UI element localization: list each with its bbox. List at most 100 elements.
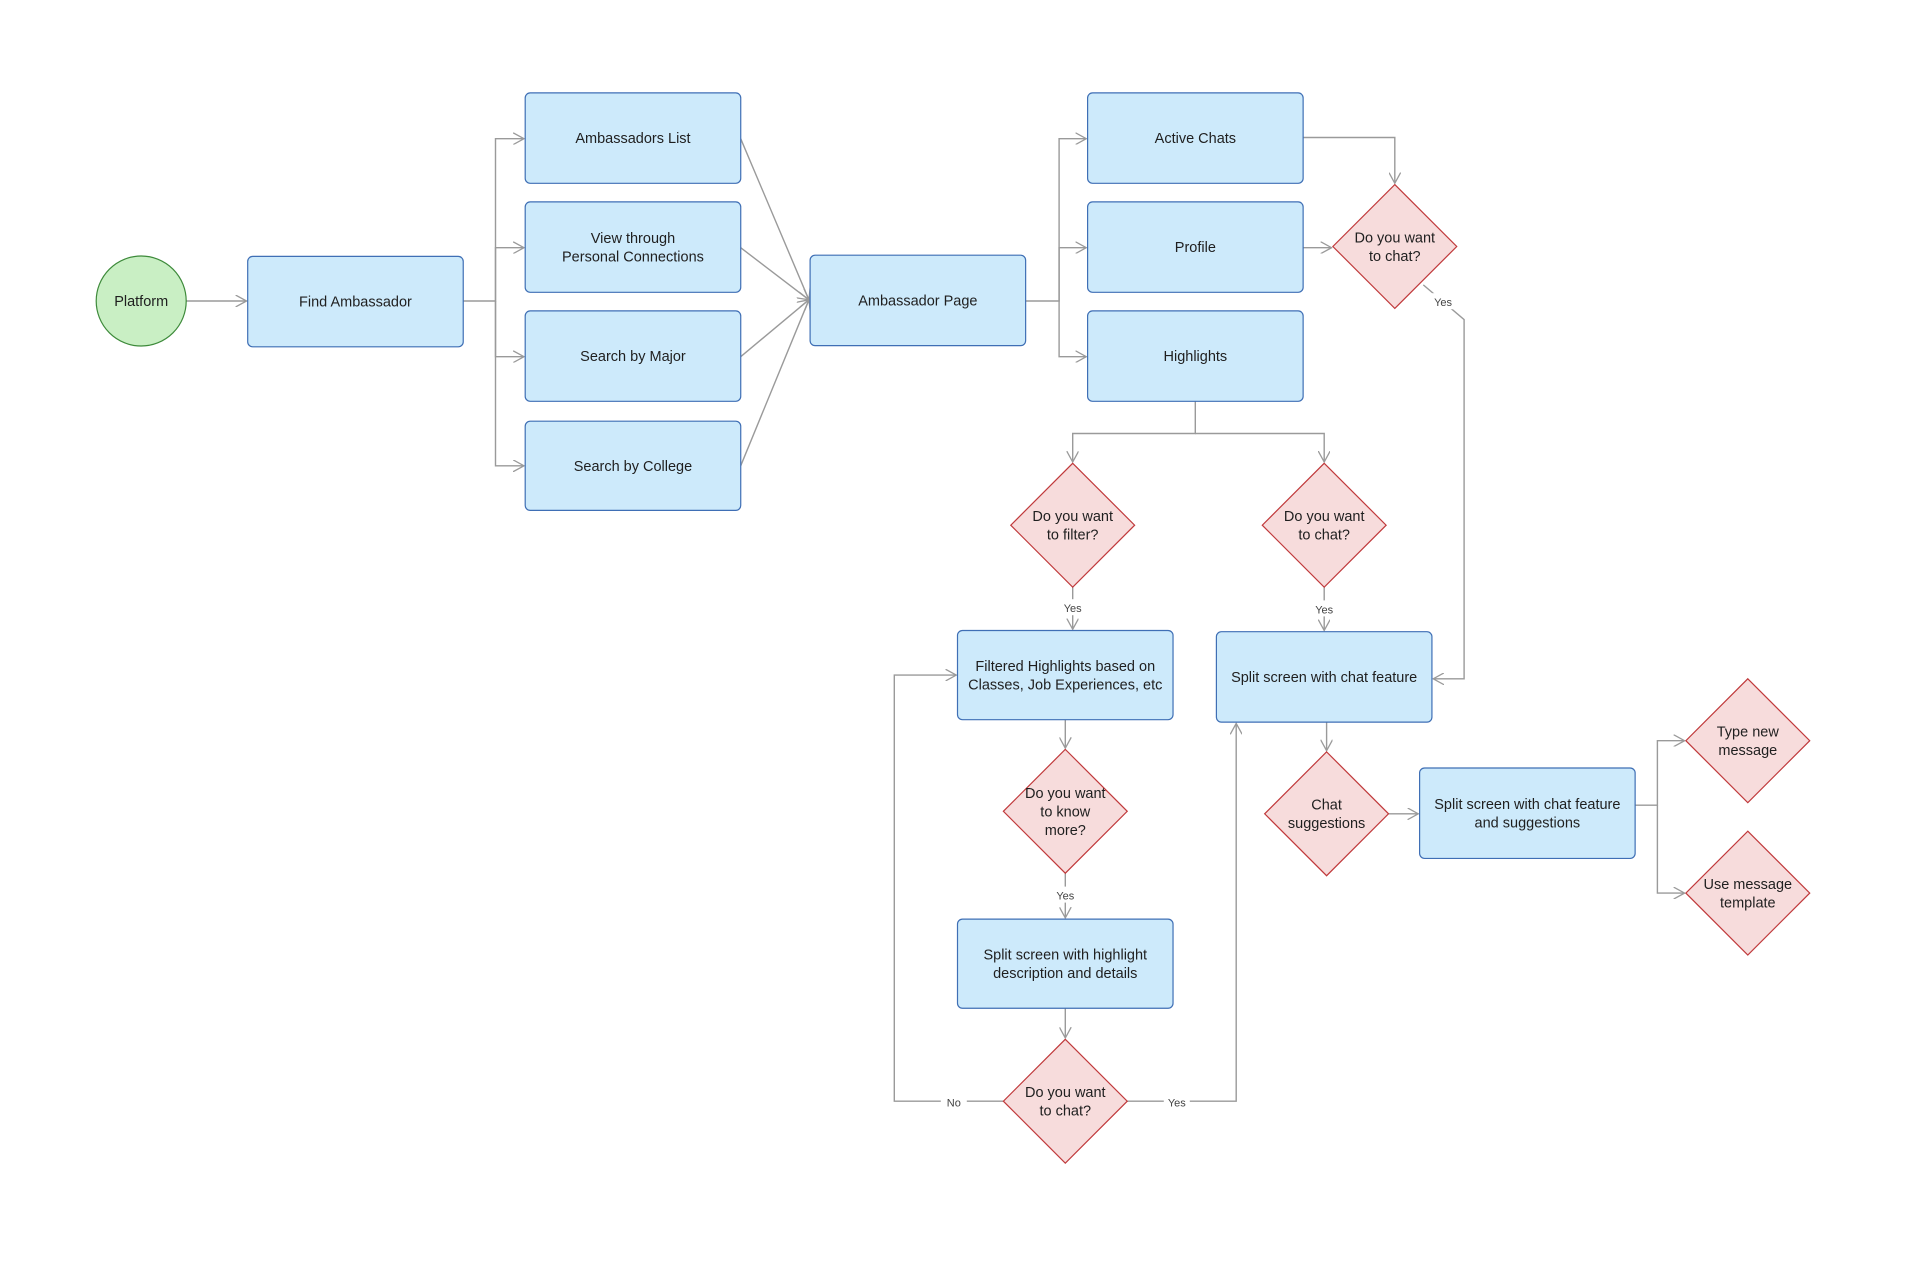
node-active-chats: Active Chats: [1086, 92, 1304, 184]
node-label: Split screen with chat feature: [1434, 797, 1620, 813]
process-box: [524, 310, 742, 402]
process-box: [809, 254, 1027, 347]
edge-find_ambassador-to-ambassadors_list: [463, 139, 524, 302]
edge-label-yes: Yes: [1056, 891, 1074, 903]
process-box: [1215, 631, 1433, 723]
node-label: to chat?: [1298, 527, 1350, 543]
edge-find_ambassador-to-view_personal: [494, 248, 525, 301]
node-label: Type new: [1717, 724, 1780, 740]
edge-find_ambassador-to-search_college: [494, 301, 525, 466]
edge-label-yes: Yes: [1434, 297, 1452, 309]
process-box: [247, 255, 464, 348]
node-know-more-q: Do you want to know more?: [1002, 748, 1129, 875]
node-chat-suggestions: Chat suggestions: [1263, 751, 1390, 877]
node-ambassador-page: Ambassador Page: [809, 254, 1027, 347]
edge-split_chat_suggestions-to-type_new: [1635, 741, 1685, 806]
node-label: Search by College: [574, 459, 693, 475]
edge-label-background: [1311, 600, 1338, 617]
nodes-layer: Platform Find Ambassador Ambassadors ListV…: [95, 92, 1811, 1164]
node-label: to chat?: [1040, 1103, 1092, 1119]
node-label: Do you want: [1284, 509, 1365, 525]
edge-label-yes: Yes: [1168, 1097, 1186, 1109]
process-box: [1086, 201, 1304, 293]
node-label: Filtered Highlights based on: [975, 659, 1155, 675]
node-search-major: Search by Major: [524, 310, 742, 402]
node-chat-q-mid: Do you want to chat?: [1261, 462, 1387, 588]
decision-diamond: [1002, 1038, 1129, 1164]
edge-split_chat_suggestions-to-use_template: [1656, 805, 1684, 893]
node-label: Do you want: [1025, 1085, 1106, 1101]
node-type-new: Type new message: [1685, 677, 1811, 804]
node-label: Active Chats: [1155, 131, 1236, 147]
edge-label-background: [1430, 293, 1457, 310]
edge-label-yes: Yes: [1064, 603, 1082, 615]
edge-search_college-to-ambassador_page: [740, 300, 809, 467]
node-label: Profile: [1175, 240, 1216, 256]
decision-diamond: [1002, 748, 1129, 875]
node-label: Split screen with chat feature: [1231, 670, 1417, 686]
node-label: more?: [1045, 823, 1086, 839]
edge-ambassador_page-to-active_chats: [1025, 139, 1087, 302]
edge-label-background: [1163, 1093, 1190, 1110]
node-label: Do you want: [1025, 786, 1106, 802]
decision-diamond: [1263, 751, 1390, 877]
process-box: [1418, 767, 1636, 860]
node-label: suggestions: [1288, 816, 1365, 832]
edge-chat_q_bottom-to-split_chat: [1127, 723, 1236, 1102]
node-highlights: Highlights: [1086, 310, 1304, 402]
decision-diamond: [1332, 183, 1458, 310]
node-filter-q: Do you want to filter?: [1009, 462, 1136, 588]
node-find-ambassador: Find Ambassador: [247, 255, 464, 348]
process-box: [956, 918, 1174, 1009]
node-label: Personal Connections: [562, 249, 704, 265]
node-label: Ambassador Page: [858, 293, 977, 309]
node-label: Find Ambassador: [299, 295, 412, 311]
edge-label-no: No: [947, 1097, 961, 1109]
edge-highlights-to-filter_q: [1073, 401, 1197, 462]
decision-diamond: [1009, 462, 1136, 588]
edge-chat_q_bottom-to-filtered_highlights: [893, 675, 1004, 1102]
process-box: [1086, 310, 1304, 402]
node-label: View through: [591, 231, 675, 247]
node-platform: Platform: [95, 255, 187, 347]
edge-ambassadors_list-to-ambassador_page: [740, 138, 809, 300]
edge-label-background: [1059, 599, 1086, 616]
edge-highlights-to-chat_q_mid: [1195, 432, 1324, 463]
edge-view_personal-to-ambassador_page: [740, 247, 809, 300]
edge-search_major-to-ambassador_page: [740, 300, 809, 358]
decision-diamond: [1685, 830, 1811, 956]
node-label: template: [1720, 895, 1776, 911]
edge-ambassador_page-to-profile: [1058, 248, 1086, 301]
node-label: Ambassadors List: [575, 131, 690, 147]
node-search-college: Search by College: [524, 420, 742, 511]
node-label: Do you want: [1032, 509, 1113, 525]
edge-label-background: [940, 1093, 967, 1110]
node-label: Highlights: [1164, 349, 1228, 365]
process-box: [524, 420, 742, 511]
node-label: to filter?: [1047, 527, 1099, 543]
node-label: message: [1718, 743, 1777, 759]
node-ambassadors-list: Ambassadors List: [524, 92, 742, 184]
decision-diamond: [1261, 462, 1387, 588]
node-label: Split screen with highlight: [983, 947, 1147, 963]
node-label: to know: [1040, 804, 1090, 820]
process-box: [524, 201, 742, 293]
process-box: [1086, 92, 1304, 184]
node-label: Platform: [114, 294, 168, 310]
node-label: description and details: [993, 966, 1137, 982]
edge-find_ambassador-to-search_major: [494, 301, 525, 357]
node-use-template: Use message template: [1685, 830, 1811, 956]
start-circle: [95, 255, 187, 347]
node-label: Search by Major: [580, 349, 686, 365]
node-label: Use message: [1703, 877, 1792, 893]
node-label: Do you want: [1354, 230, 1435, 246]
node-label: Chat: [1311, 798, 1342, 814]
edge-label-background: [1052, 886, 1079, 903]
decision-diamond: [1685, 677, 1811, 804]
edge-chat_q_top-to-split_chat: [1422, 284, 1465, 679]
node-label: and suggestions: [1475, 815, 1581, 831]
